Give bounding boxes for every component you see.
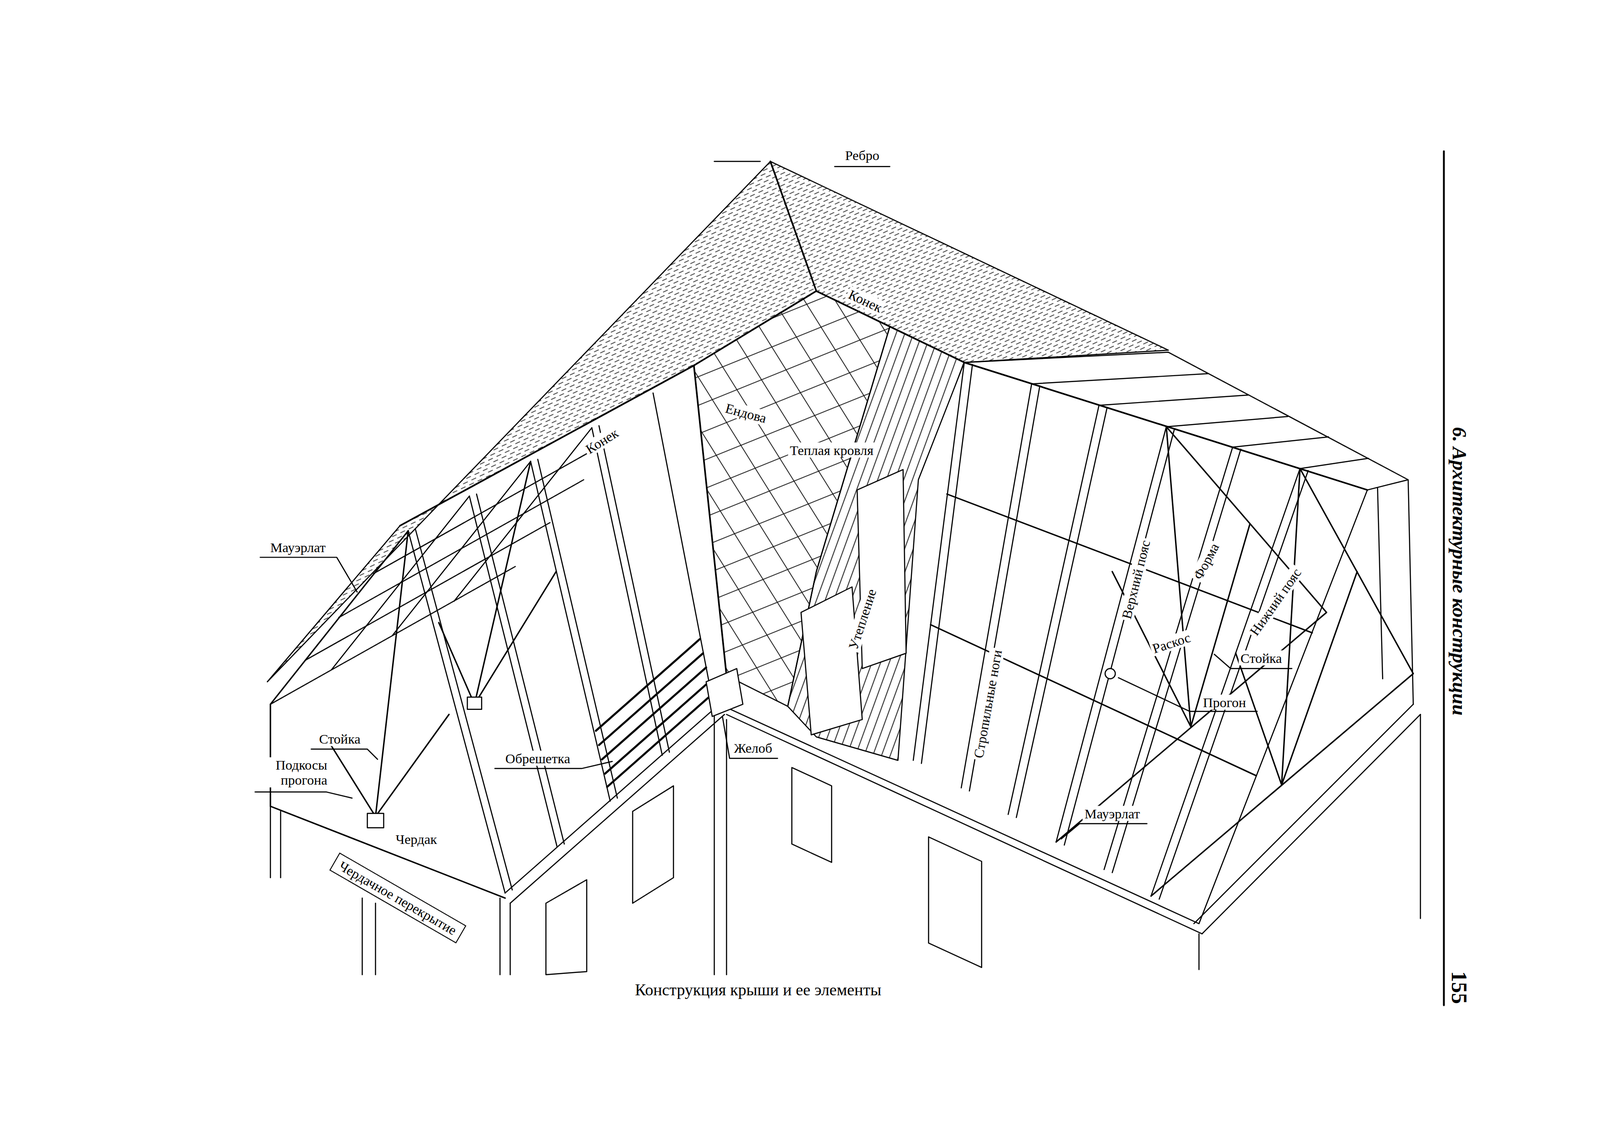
gutter xyxy=(706,668,744,717)
post-brace xyxy=(438,461,556,705)
figure-caption: Конструкция крыши и ее элементы xyxy=(635,980,882,1000)
post-block xyxy=(467,697,482,710)
part-label: Прогон xyxy=(1201,694,1248,710)
page-header: 6. Архитектурные конструкции xyxy=(1448,425,1471,718)
leader-line xyxy=(1118,677,1258,712)
eave xyxy=(505,704,725,904)
truss xyxy=(270,530,506,899)
part-label: Стойка xyxy=(317,731,363,747)
part-label: Верхний пояс xyxy=(1118,537,1154,623)
part-label: Стойка xyxy=(1238,650,1285,666)
box-text: Чердачное перекрытие xyxy=(336,858,460,938)
window xyxy=(545,880,587,975)
eave xyxy=(719,704,1203,935)
part-label: Ребро xyxy=(843,147,882,163)
leader-line xyxy=(254,792,353,798)
part-label: Раскос xyxy=(1149,629,1195,657)
truss xyxy=(1150,468,1414,897)
part-label: Мауэрлат xyxy=(268,539,328,555)
slat xyxy=(964,352,1414,705)
window xyxy=(792,767,832,863)
part-label: Конек xyxy=(844,285,886,316)
part-label: Стропильные ноги xyxy=(970,647,1005,762)
part-label: Конек xyxy=(581,424,623,458)
rafter xyxy=(331,427,592,670)
part-label: Желоб xyxy=(732,740,775,756)
part-label: Теплая кровля xyxy=(787,442,876,458)
downpipe xyxy=(714,714,727,975)
page-rule xyxy=(1443,151,1445,1006)
hip-line xyxy=(770,161,817,291)
rafter xyxy=(415,425,670,891)
part-label: Мауэрлат xyxy=(1082,805,1142,821)
window xyxy=(632,786,674,904)
rafter xyxy=(913,362,1368,924)
rafter xyxy=(921,364,1309,900)
part-label: Ендова xyxy=(721,399,770,427)
annotation-box: Чердачное перекрытие xyxy=(329,852,467,944)
purlin xyxy=(930,494,1313,777)
leader-line xyxy=(722,716,778,759)
insulation-board xyxy=(857,469,907,669)
part-label: Утепление xyxy=(844,585,880,654)
truss xyxy=(1056,426,1327,843)
window xyxy=(928,837,982,968)
insulation-board xyxy=(801,586,863,735)
part-label: Нижний пояс xyxy=(1245,564,1305,640)
post-block xyxy=(367,813,384,828)
roof-drawing xyxy=(254,151,1444,1006)
leader-line xyxy=(260,557,358,592)
part-label: Обрешетка xyxy=(503,750,572,766)
part-label: Подкосы прогона xyxy=(252,757,330,788)
wall xyxy=(270,714,1421,975)
post-brace xyxy=(324,530,450,817)
part-label: Форма xyxy=(1189,538,1223,584)
page-number: 155 xyxy=(1447,969,1472,1006)
leader-line xyxy=(1061,823,1147,839)
eave xyxy=(1193,704,1421,935)
part-label: Чердак xyxy=(393,831,440,847)
purlin-end xyxy=(1105,668,1116,679)
batten xyxy=(595,638,712,787)
